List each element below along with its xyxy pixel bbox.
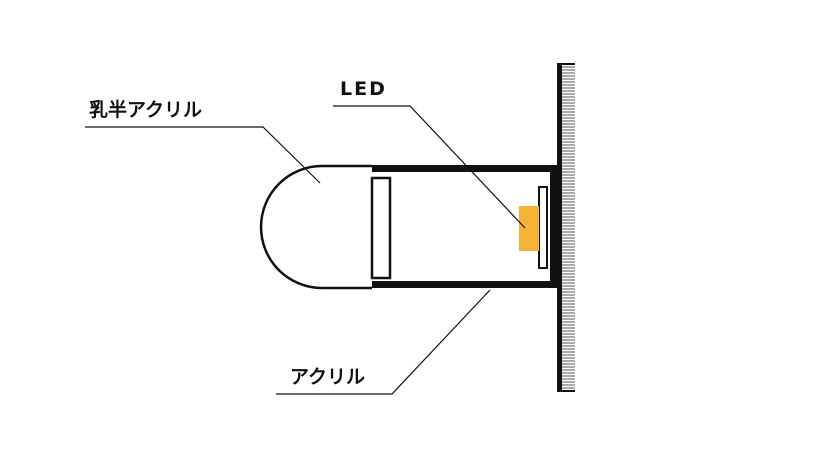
tube-bottom-wall [370,281,557,288]
acrylic-tube [370,165,557,288]
label-diffuser: 乳半アクリル [89,98,202,121]
leader-diffuser [85,126,321,184]
leader-acrylic [276,289,491,395]
label-acrylic: アクリル [290,366,365,388]
leader-led [333,105,526,229]
led-holder [538,186,548,269]
label-led: LED [340,78,387,100]
tube-end-wall [550,165,557,288]
led-chip [519,206,539,251]
diffuser-insert [370,176,392,280]
wall-mount [557,63,575,392]
leader-lines [85,105,526,395]
tube-top-wall [370,165,557,172]
wall-plate [557,63,562,392]
milky-acrylic-dome [259,164,372,290]
